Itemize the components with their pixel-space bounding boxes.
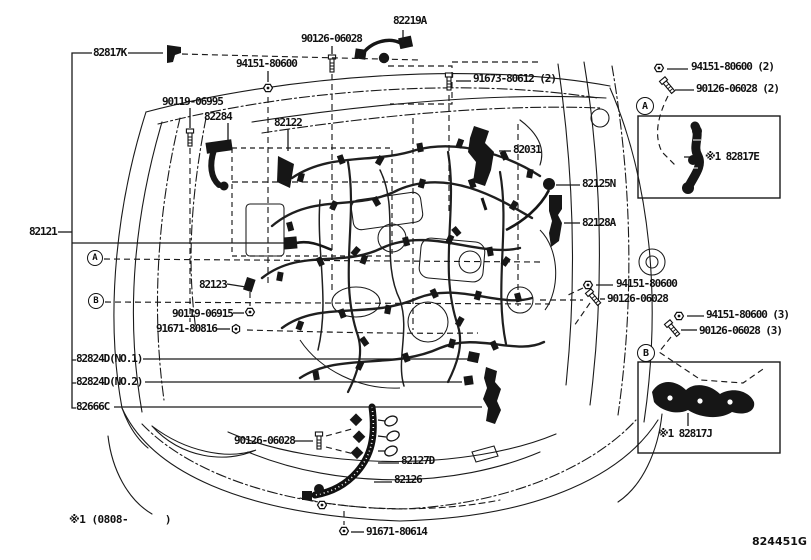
part-label-82817j: ※1 82817J [658,427,713,440]
screw-icon [338,526,350,536]
bolt-icon [185,128,195,147]
part-label-94151-80600-mid: 94151-80600 [616,277,678,290]
detail-box-b [637,361,781,454]
footnote: ※1 (0808- ) [69,513,172,526]
part-label-90119-06915: 90119-06915 [172,307,234,320]
part-label-82031: 82031 [513,143,542,156]
screw-icon [244,307,256,317]
part-label-91671-80614: 91671-80614 [366,525,428,538]
part-82122 [277,156,294,188]
detail-box-a [637,115,781,199]
harness-connectors [276,138,534,381]
part-label-82121: 82121 [29,225,58,238]
part-label-82824d-no1: 82824D(NO.1) [76,352,143,365]
screw-icon [653,63,665,73]
part-label-94151-80600-top: 94151-80600 [236,57,298,70]
marker-a-detail: A [636,97,654,115]
part-label-82127d: 82127D [401,454,435,467]
part-82817e [682,121,704,194]
marker-b-left: B [88,293,104,309]
part-label-82824d-no2: 82824D(NO.2) [76,375,143,388]
part-label-82123: 82123 [199,278,228,291]
part-label-82219a: 82219A [393,14,427,27]
part-label-82666c: 82666C [76,400,110,413]
screw-icon [231,323,241,335]
part-label-82125n: 82125N [582,177,616,190]
part-82125n [505,178,555,232]
screw-icon [673,311,685,321]
marker-b-detail: B [637,344,655,362]
screw-icon [582,280,594,290]
clip-82817k [167,45,181,63]
screw-icon [316,500,328,510]
part-label-82817k: 82817K [93,46,127,59]
harness-blob [483,367,501,424]
bolt-icon [663,319,682,338]
part-label-90126-06028-bottom: 90126-06028 [234,434,296,447]
part-label-90126-06028-3: 90126-06028 (3) [699,324,783,337]
part-82031 [468,126,494,211]
part-82817j [652,382,755,418]
part-label-90119-06995: 90119-06995 [162,95,224,108]
bolt-icon [314,431,324,450]
bolt-icon [658,76,677,95]
dashed-leaders [103,53,767,525]
part-label-82122: 82122 [274,116,303,129]
part-82284 [205,139,233,191]
part-82123 [243,277,256,293]
marker-a-left: A [87,250,103,266]
leader-lines [58,30,704,533]
diagram-code: 824451G [752,535,807,548]
connector-82121 [283,236,333,252]
part-label-90126-06028-top: 90126-06028 [301,32,363,45]
car-body-lines [107,61,663,522]
screw-icon [262,83,274,93]
part-label-91673-80612: 91673-80612 (2) [473,72,557,85]
part-82219a [354,35,414,64]
part-label-94151-80600-3: 94151-80600 (3) [706,308,790,321]
part-label-82817e: ※1 82817E [705,150,760,163]
part-label-82126: 82126 [394,473,423,486]
part-label-90126-06028-2: 90126-06028 (2) [696,82,780,95]
part-label-94151-80600-2: 94151-80600 (2) [691,60,775,73]
part-shapes [167,35,562,500]
part-label-82128a: 82128A [582,216,616,229]
part-82127d-cable [302,403,400,500]
part-label-90126-06028-mid: 90126-06028 [607,292,669,305]
part-label-82284: 82284 [204,110,233,123]
part-label-91671-80816: 91671-80816 [156,322,218,335]
part-82128a [549,195,562,247]
